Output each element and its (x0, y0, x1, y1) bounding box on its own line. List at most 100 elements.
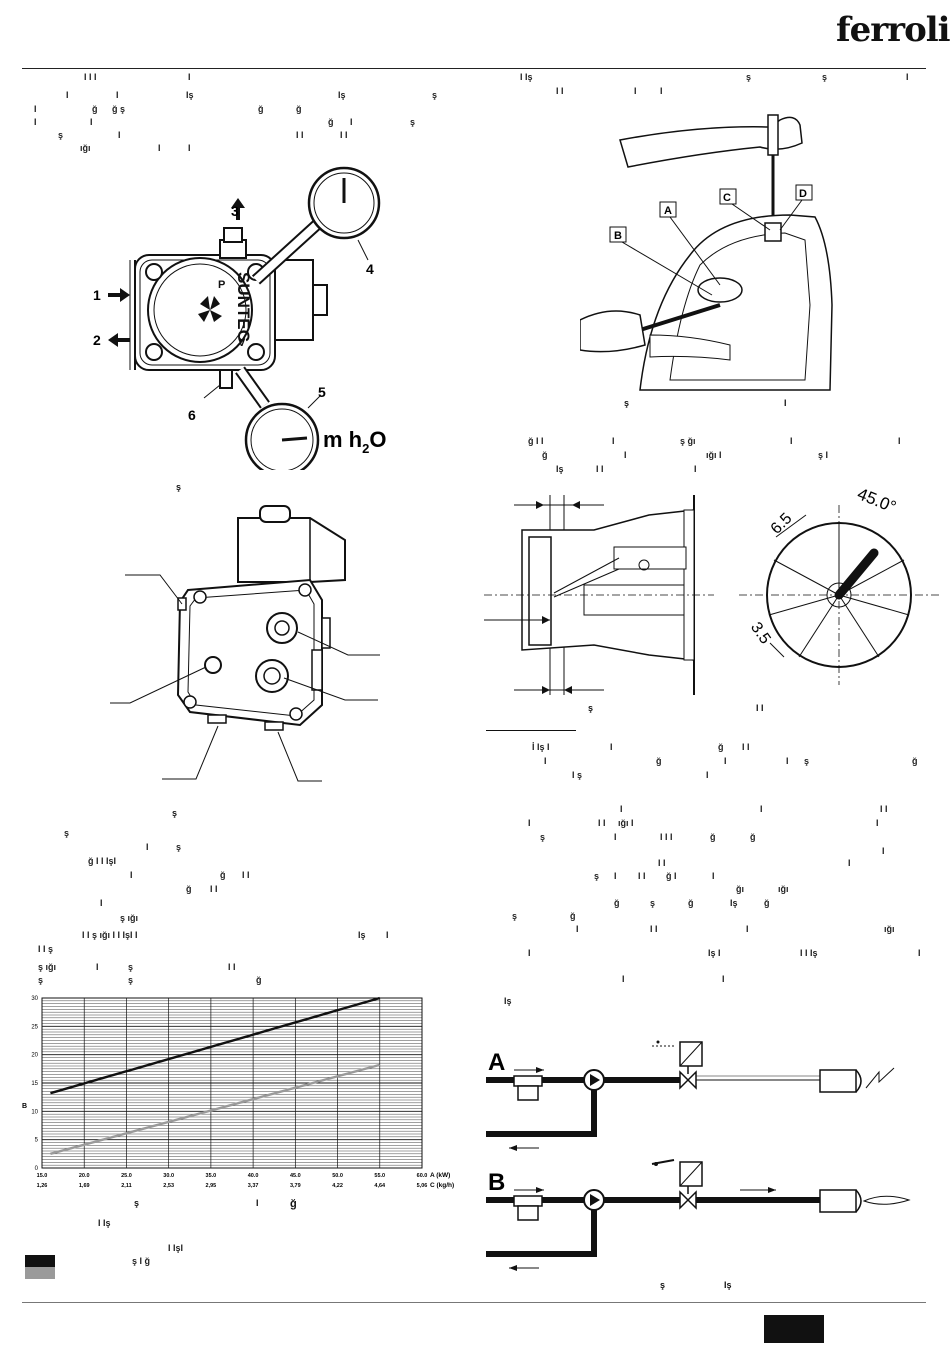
nozzle-caption-a: ş (588, 703, 594, 713)
text-fragment: ş (128, 962, 134, 972)
x-tick-label-a: 55.0 (374, 1173, 385, 1179)
text-fragment: ğ I I (528, 436, 544, 446)
y-tick-label: 15 (31, 1081, 38, 1087)
x-axis-label-a: A (kW) (430, 1172, 450, 1179)
photo-label-a: A (664, 205, 672, 217)
header-rule (22, 68, 926, 69)
x-tick-label-a: 60.0 (417, 1173, 428, 1179)
arrow-right-icon (108, 288, 130, 302)
text-fragment: ğ (718, 742, 724, 752)
text-fragment: I (722, 974, 725, 984)
text-fragment: I (386, 930, 389, 940)
text-fragment: ğ I (666, 871, 677, 881)
diagram-label-b: B (488, 1169, 505, 1196)
hydraulic-circuit-diagram: A B (486, 1040, 911, 1271)
text-fragment: ş (540, 832, 546, 842)
text-fragment: I (624, 450, 627, 460)
y-tick-label: 0 (35, 1166, 39, 1172)
gauge-unit-text: m h2O (323, 427, 386, 456)
text-fragment: I (694, 464, 697, 474)
text-fragment: ş ığı (38, 962, 57, 972)
pump-gauge-figure: SUNTEC P V 1 2 3 4 5 6 m h2O (93, 166, 386, 470)
text-fragment: ğ (92, 104, 98, 114)
page-number-block (764, 1315, 824, 1343)
series-line-0 (50, 996, 381, 1095)
x-tick-label-a: 45.0 (290, 1173, 301, 1179)
text-fragment: I (614, 871, 617, 881)
arrow-up-icon (231, 198, 245, 220)
text-fragment: ş (128, 975, 134, 985)
nozzle-caption-b: I I (756, 703, 764, 713)
photo-caption-b: I (784, 398, 787, 408)
label-4: 4 (366, 261, 374, 277)
text-fragment: I (786, 756, 789, 766)
text-fragment: ğ (542, 450, 548, 460)
text-fragment: ş (176, 842, 182, 852)
y-tick-label: 25 (31, 1024, 38, 1030)
text-fragment: I I (742, 742, 750, 752)
text-fragment: ğ (912, 756, 918, 766)
text-fragment: ş (410, 117, 416, 127)
x-tick-label-c: 5,06 (417, 1183, 428, 1189)
y-axis-label: B (22, 1103, 27, 1110)
text-fragment: ş (594, 871, 600, 881)
text-fragment: Iş (186, 90, 194, 100)
text-fragment: Iş (338, 90, 346, 100)
text-fragment: ığı I (706, 450, 722, 460)
text-fragment: I I I (660, 832, 673, 842)
text-fragment: ş (650, 898, 656, 908)
text-fragment: I (790, 436, 793, 446)
text-fragment: I Iş (520, 72, 533, 82)
chart-caption-b: I (256, 1198, 259, 1208)
text-fragment: I (188, 143, 191, 153)
text-fragment: ğ (570, 911, 576, 921)
text-fragment: I (528, 948, 531, 958)
text-fragment: I (876, 818, 879, 828)
x-tick-label-a: 20.0 (79, 1173, 90, 1179)
text-fragment: ğ (186, 884, 192, 894)
text-fragment: I (614, 832, 617, 842)
text-fragment: Iş (556, 464, 564, 474)
text-fragment: ğ (710, 832, 716, 842)
brand-logo: ferroli (836, 10, 950, 50)
x-tick-label-a: 25.0 (121, 1173, 132, 1179)
text-fragment: I (90, 117, 93, 127)
text-fragment: I I (242, 870, 250, 880)
text-fragment: I I (210, 884, 218, 894)
text-fragment: I (634, 86, 637, 96)
text-fragment: I (918, 948, 921, 958)
text-fragment: I I Iş (800, 948, 818, 958)
text-fragment: I (712, 871, 715, 881)
text-fragment: I I I (84, 72, 97, 82)
text-fragment: ığı (884, 924, 895, 934)
text-fragment: Iş (730, 898, 738, 908)
text-fragment: ş (746, 72, 752, 82)
text-fragment: I (898, 436, 901, 446)
text-fragment: I I (596, 464, 604, 474)
text-fragment: I (612, 436, 615, 446)
footer-rule (22, 1302, 926, 1303)
x-tick-label-c: 4,64 (374, 1183, 386, 1189)
x-tick-label-a: 35.0 (206, 1173, 217, 1179)
x-tick-label-a: 15.0 (37, 1173, 48, 1179)
label-2: 2 (93, 332, 101, 348)
section-rule (486, 730, 576, 731)
y-tick-label: 10 (31, 1109, 38, 1115)
text-fragment: I (760, 804, 763, 814)
text-fragment: ığı (80, 143, 91, 153)
fan-icon (198, 296, 222, 322)
text-fragment: I (576, 924, 579, 934)
text-fragment: ğ (258, 104, 264, 114)
text-fragment: I (130, 870, 133, 880)
text-fragment: I I (598, 818, 606, 828)
x-tick-label-a: 30.0 (163, 1173, 174, 1179)
legend-black-swatch (25, 1255, 55, 1267)
text-fragment: ğ I I IşI (88, 856, 117, 866)
x-tick-label-a: 50.0 (332, 1173, 343, 1179)
x-tick-label-c: 1,69 (79, 1183, 90, 1189)
vacuum-gauge-lower (244, 402, 320, 470)
legend-grey-text: ş I ğ (132, 1256, 151, 1266)
y-tick-label: 30 (31, 996, 38, 1002)
x-tick-label-c: 2,53 (163, 1183, 174, 1189)
legend-grey-swatch (25, 1267, 55, 1279)
